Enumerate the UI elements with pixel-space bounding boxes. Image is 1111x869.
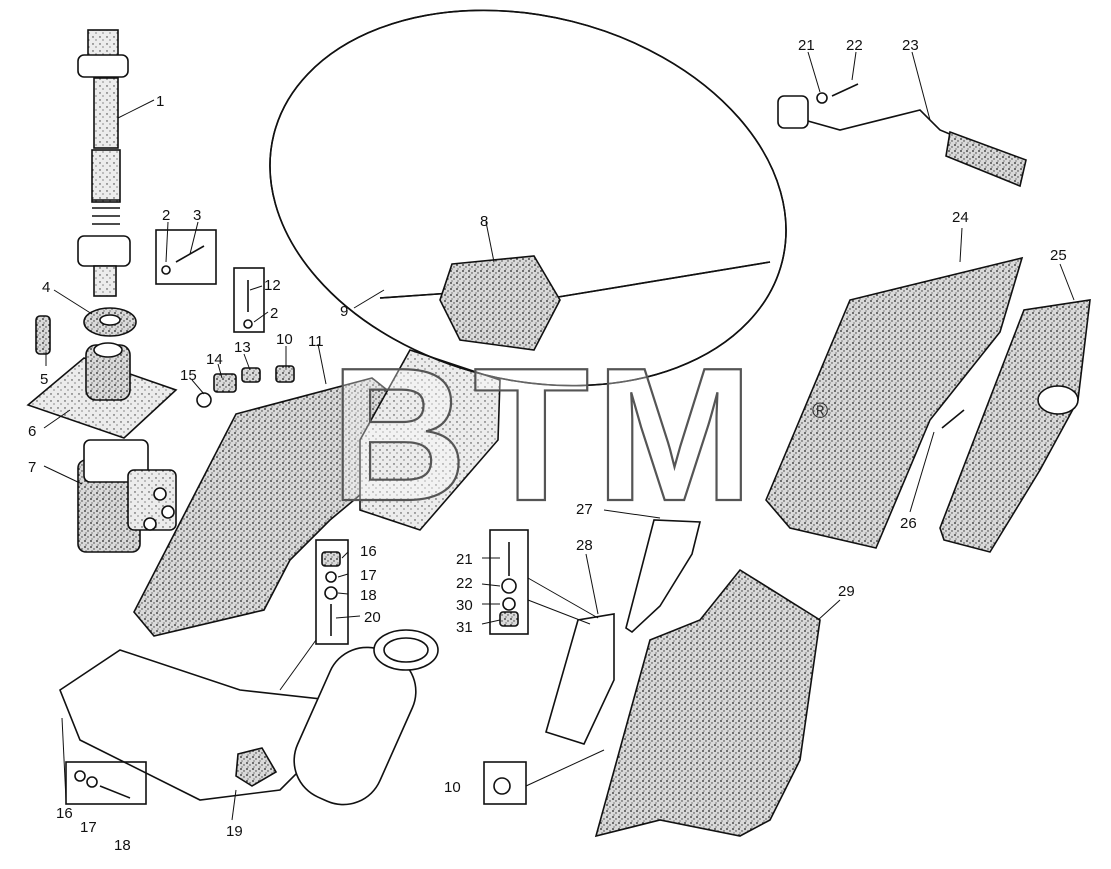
upper-shroud-left bbox=[765, 256, 1024, 549]
screw-26 bbox=[941, 409, 965, 429]
column-bushing-top bbox=[93, 342, 123, 358]
callout-label: 31 bbox=[456, 619, 473, 636]
horn-pad bbox=[439, 255, 561, 351]
callout-label: 3 bbox=[193, 207, 201, 224]
callout-label: 26 bbox=[900, 515, 917, 532]
callout-label: 2 bbox=[270, 305, 278, 322]
callout-label: 12 bbox=[264, 277, 281, 294]
callout-label: 2 bbox=[162, 207, 170, 224]
callout-label: 21 bbox=[798, 37, 815, 54]
callout-label: 16 bbox=[56, 805, 73, 822]
callout-label: 28 bbox=[576, 537, 593, 554]
washer-17 bbox=[325, 571, 337, 583]
washer-16b bbox=[74, 770, 86, 782]
shroud-hole bbox=[1037, 385, 1079, 415]
washer-17b bbox=[86, 776, 98, 788]
callout-label: 21 bbox=[456, 551, 473, 568]
callout-label: 22 bbox=[456, 575, 473, 592]
callout-label: 7 bbox=[28, 459, 36, 476]
detail-box-16-18-lower bbox=[65, 761, 147, 805]
tilt-lever bbox=[777, 95, 1027, 188]
callout-label: 18 bbox=[114, 837, 131, 854]
screw-10b bbox=[493, 777, 511, 795]
callout-label: 10 bbox=[444, 779, 461, 796]
callout-label: 6 bbox=[28, 423, 36, 440]
washer-21 bbox=[816, 92, 828, 104]
mounting-bracket bbox=[59, 629, 439, 806]
upper-shroud-right bbox=[939, 299, 1091, 553]
callout-label: 8 bbox=[480, 213, 488, 230]
callout-label: 11 bbox=[308, 333, 324, 350]
callout-label: 20 bbox=[364, 609, 381, 626]
nut-16 bbox=[321, 551, 341, 567]
registered-mark: ® bbox=[812, 398, 828, 423]
detail-box-12-2 bbox=[233, 267, 265, 333]
detail-box-16-20 bbox=[315, 539, 349, 645]
callout-label: 25 bbox=[1050, 247, 1067, 264]
bracket-28 bbox=[545, 613, 615, 745]
leader-lines bbox=[43, 51, 1075, 821]
callout-labels: 1 2 3 4 5 6 7 8 9 10 11 12 2 13 14 15 10… bbox=[28, 37, 1067, 854]
washer-30 bbox=[502, 597, 516, 611]
washer-22 bbox=[501, 578, 517, 594]
washer-15 bbox=[196, 392, 212, 408]
callout-label: 16 bbox=[360, 543, 377, 560]
callout-label: 9 bbox=[340, 303, 348, 320]
cover-29 bbox=[594, 568, 821, 838]
callout-label: 13 bbox=[234, 339, 251, 356]
detail-box-21-31 bbox=[489, 529, 529, 635]
washer-2b bbox=[243, 319, 253, 329]
washer-ring-hole bbox=[99, 314, 121, 326]
callout-label: 1 bbox=[156, 93, 164, 110]
fitting-14 bbox=[213, 373, 237, 393]
callout-label: 29 bbox=[838, 583, 855, 600]
callout-label: 23 bbox=[902, 37, 919, 54]
washer-2 bbox=[161, 265, 171, 275]
callout-label: 17 bbox=[360, 567, 377, 584]
bolt-22 bbox=[831, 83, 859, 97]
callout-label: 14 bbox=[206, 351, 223, 368]
callout-label: 10 bbox=[276, 331, 293, 348]
washer-18 bbox=[324, 586, 338, 600]
detail-box-10 bbox=[483, 761, 527, 805]
column-head bbox=[359, 349, 501, 531]
callout-label: 30 bbox=[456, 597, 473, 614]
callout-label: 19 bbox=[226, 823, 243, 840]
key bbox=[35, 315, 51, 355]
callout-label: 15 bbox=[180, 367, 197, 384]
screw-10a bbox=[275, 365, 295, 383]
callout-label: 18 bbox=[360, 587, 377, 604]
callout-label: 22 bbox=[846, 37, 863, 54]
callout-label: 4 bbox=[42, 279, 50, 296]
bracket-27 bbox=[625, 519, 702, 634]
steering-shaft bbox=[77, 29, 131, 297]
watermark: BTM bbox=[330, 329, 760, 541]
detail-box-2-3 bbox=[155, 229, 217, 285]
callout-label: 5 bbox=[40, 371, 48, 388]
bolt-18b bbox=[99, 785, 131, 799]
callout-label: 24 bbox=[952, 209, 969, 226]
nut-13 bbox=[241, 367, 261, 383]
callout-label: 27 bbox=[576, 501, 593, 518]
steering-gear-unit bbox=[77, 439, 177, 553]
nut-31 bbox=[499, 611, 519, 627]
callout-label: 17 bbox=[80, 819, 97, 836]
